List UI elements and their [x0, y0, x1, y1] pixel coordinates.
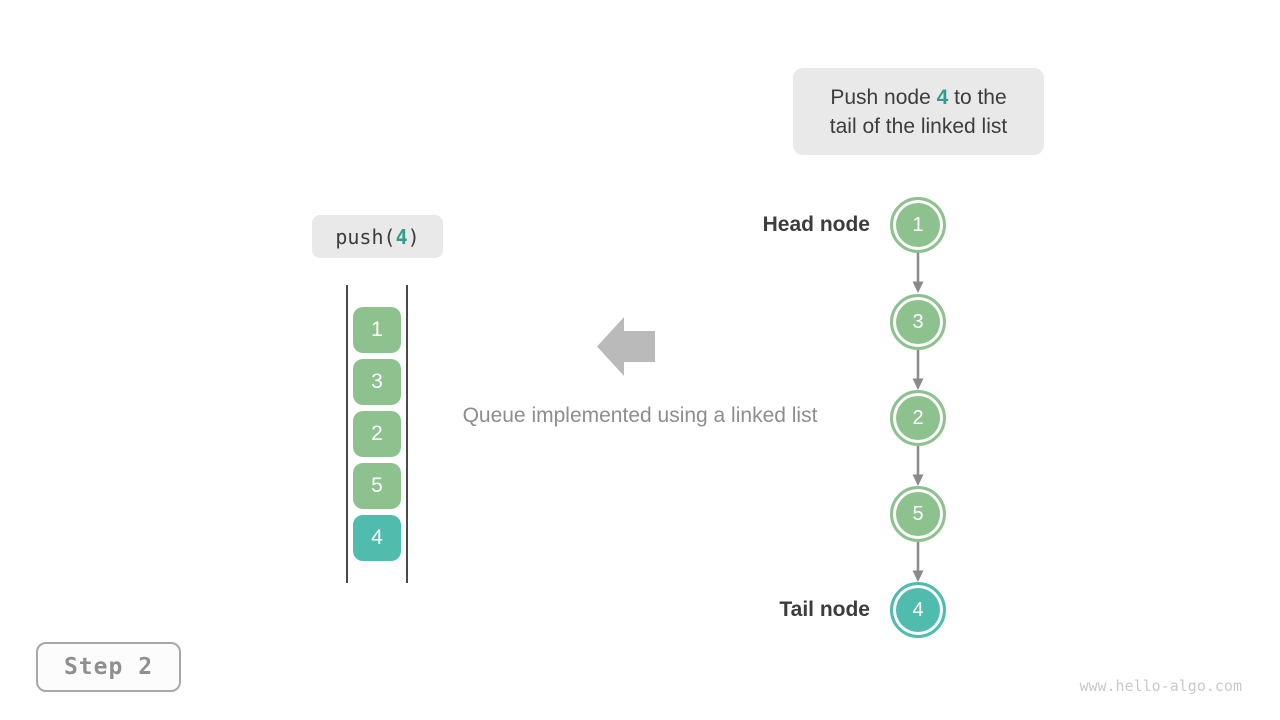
queue-array-cell: 1: [353, 307, 401, 353]
linked-list-node: 1: [890, 197, 946, 253]
queue-array-cell: 5: [353, 463, 401, 509]
linked-list-node: 3: [890, 294, 946, 350]
annotation-line-1: Push node 4 to the: [830, 83, 1006, 112]
step-badge: Step 2: [36, 642, 181, 692]
linked-list-node: 5: [890, 486, 946, 542]
operation-fn: push(: [335, 224, 396, 249]
down-arrow-icon: [912, 253, 924, 293]
operation-label: push(4): [312, 215, 443, 258]
tail-node-label: Tail node: [779, 598, 870, 621]
queue-array-cell: 3: [353, 359, 401, 405]
linked-list-node: 4: [890, 582, 946, 638]
queue-boundary-line-left: [346, 285, 348, 583]
down-arrow-icon: [912, 542, 924, 582]
queue-array-cell: 4: [353, 515, 401, 561]
operation-arg: 4: [395, 224, 408, 249]
queue-array-cell: 2: [353, 411, 401, 457]
annotation-line-2: tail of the linked list: [829, 114, 1008, 138]
queue-array: 1 3 2 5 4: [353, 307, 401, 561]
annotation-bubble: Push node 4 to the tail of the linked li…: [793, 68, 1044, 155]
down-arrow-icon: [912, 350, 924, 390]
left-block-arrow-icon: [597, 317, 655, 376]
annotation-text: to the: [948, 85, 1007, 109]
annotation-value: 4: [936, 85, 949, 109]
queue-boundary-line-right: [406, 285, 408, 583]
caption: Queue implemented using a linked list: [462, 404, 818, 427]
annotation-text: Push node: [830, 85, 937, 109]
head-node-label: Head node: [762, 213, 870, 236]
watermark: www.hello-algo.com: [1079, 677, 1242, 695]
operation-fn: ): [407, 224, 420, 249]
step-label: Step 2: [63, 654, 154, 680]
down-arrow-icon: [912, 446, 924, 486]
linked-list-node: 2: [890, 390, 946, 446]
